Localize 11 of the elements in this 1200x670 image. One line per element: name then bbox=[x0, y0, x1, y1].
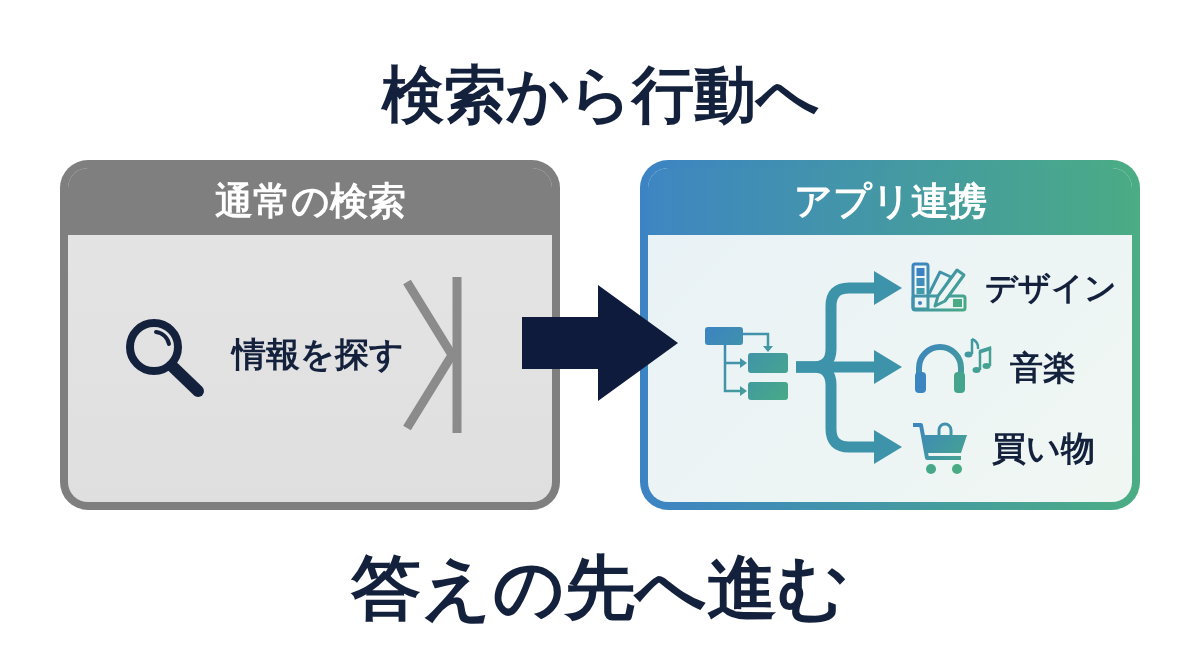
title: 検索から行動へ bbox=[381, 57, 819, 133]
body-text: 情報を探す bbox=[232, 333, 404, 375]
item-label: 買い物 bbox=[992, 427, 1095, 469]
caption: 答えの先へ進む bbox=[351, 546, 849, 630]
flowchart-icon bbox=[704, 326, 790, 402]
item-label: デザイン bbox=[985, 268, 1117, 308]
branch-arrow bbox=[796, 361, 902, 464]
block-arrow bbox=[522, 285, 678, 401]
panel-header: 通常の検索 bbox=[68, 168, 552, 235]
item-label: 音楽 bbox=[1010, 348, 1076, 388]
panel-header: アプリ連携 bbox=[648, 168, 1132, 235]
